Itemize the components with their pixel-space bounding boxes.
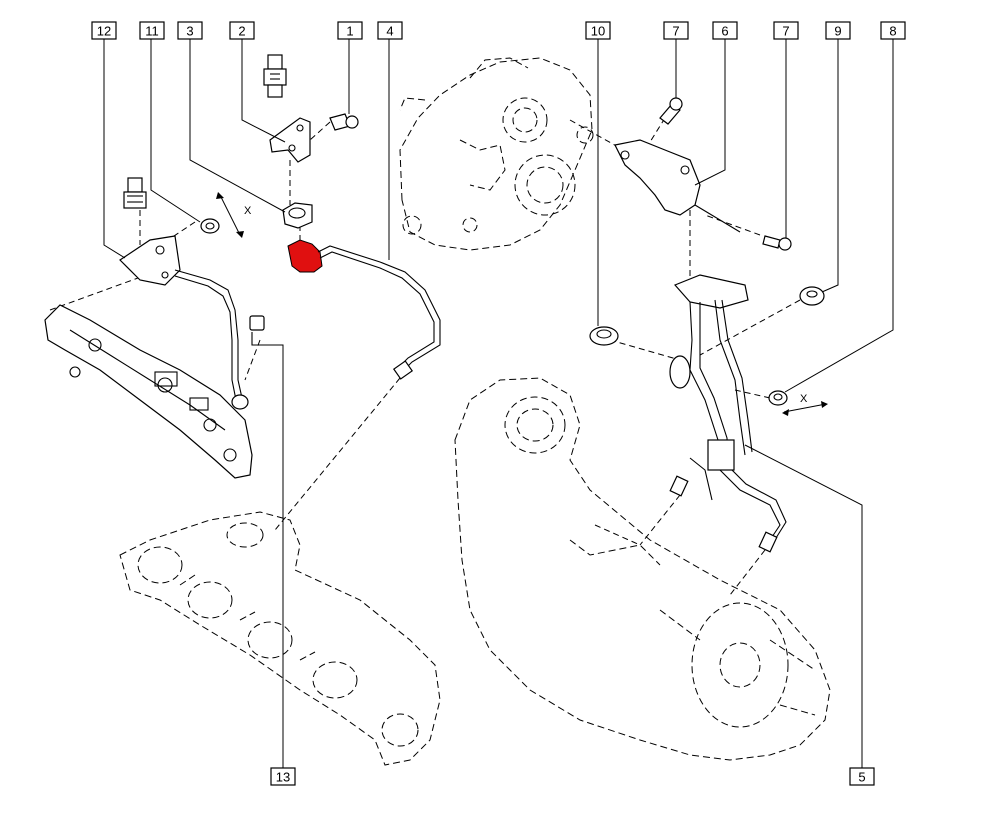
pipe-assembly-5 (669, 274, 787, 553)
particulate-filter-outline (454, 377, 831, 761)
washer-8 (768, 390, 788, 406)
x-mark-right-label: X (800, 393, 808, 405)
callout-label: 4 (386, 24, 393, 39)
callout-label: 7 (782, 24, 789, 39)
callout-label: 12 (97, 24, 111, 39)
callout-box (773, 21, 799, 40)
x-mark-right: X (782, 393, 828, 416)
highlighted-connector (287, 239, 323, 273)
x-mark-left-label: X (244, 205, 252, 217)
bracket-12 (119, 235, 181, 286)
callout-box (91, 21, 117, 40)
callout-box (270, 767, 296, 786)
sensor-12 (123, 177, 147, 209)
callout-box (337, 21, 363, 40)
callout-box (825, 21, 851, 40)
clip-3 (282, 202, 313, 229)
left-pipe (174, 269, 249, 410)
callout-box (663, 21, 689, 40)
bolt-1 (329, 113, 359, 131)
callout-12: 12 (91, 21, 117, 40)
clamp-10 (589, 326, 619, 346)
pipe-4 (317, 245, 441, 380)
callout-label: 5 (858, 770, 865, 785)
sensor-bracket (269, 117, 311, 163)
callout-box (880, 21, 906, 40)
callout-label: 11 (145, 24, 159, 39)
bolt-7-bottom (762, 235, 792, 251)
callout-label: 6 (721, 24, 728, 39)
assembly-dashed-lines (49, 117, 801, 596)
nut-9 (799, 286, 825, 306)
callout-label: 10 (591, 24, 605, 39)
callout-label: 3 (186, 24, 193, 39)
cylinder-head-rail (44, 304, 253, 479)
pressure-sensor (263, 54, 287, 98)
turbocharger-outline (399, 57, 594, 251)
callout-6: 6 (712, 21, 738, 40)
callout-label: 13 (276, 770, 290, 785)
callout-11: 11 (139, 21, 165, 40)
callout-box (585, 21, 611, 40)
callout-9: 9 (825, 21, 851, 40)
callout-7a: 7 (663, 21, 689, 40)
callout-10: 10 (585, 21, 611, 40)
callout-label: 9 (834, 24, 841, 39)
callout-box (229, 21, 255, 40)
callout-box (849, 767, 875, 786)
callout-box (377, 21, 403, 40)
callout-label: 8 (889, 24, 896, 39)
bracket-6 (614, 139, 741, 233)
callout-label: 2 (238, 24, 245, 39)
callout-boxes: 12 11 3 2 1 4 10 7 6 7 9 8 13 5 (91, 21, 906, 786)
x-mark-left: X (216, 192, 252, 238)
leader-lines (103, 38, 894, 768)
callout-2: 2 (229, 21, 255, 40)
callout-8: 8 (880, 21, 906, 40)
callout-5: 5 (849, 767, 875, 786)
callout-box (712, 21, 738, 40)
exhaust-manifold-outline (119, 511, 441, 766)
hose-clip-13 (249, 315, 265, 346)
callout-1: 1 (337, 21, 363, 40)
callout-3: 3 (177, 21, 203, 40)
callout-13: 13 (270, 767, 296, 786)
callout-4: 4 (377, 21, 403, 40)
callout-7b: 7 (773, 21, 799, 40)
callout-box (139, 21, 165, 40)
callout-label: 7 (672, 24, 679, 39)
callout-box (177, 21, 203, 40)
callout-label: 1 (346, 24, 353, 39)
bolt-7-top (659, 97, 683, 125)
washer-11 (200, 218, 220, 234)
